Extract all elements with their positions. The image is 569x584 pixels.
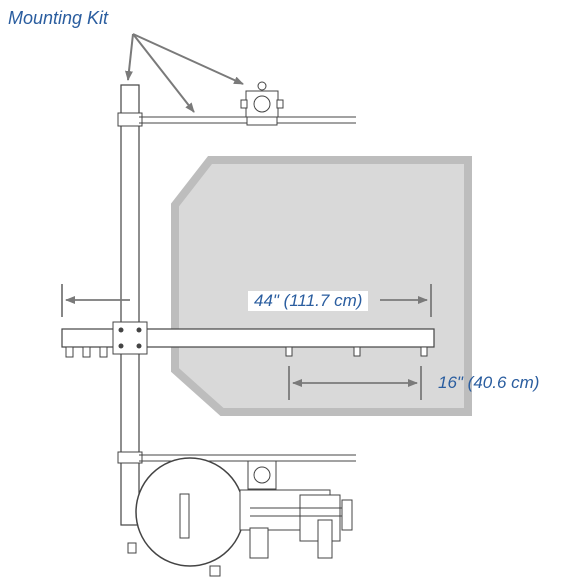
left-nozzle-cluster <box>65 346 108 358</box>
nozzle-spacing-dimension <box>288 366 422 400</box>
overall-width-dimension <box>61 284 432 317</box>
nozzle-spacing-label: 16" (40.6 cm) <box>438 373 540 392</box>
spray-boom <box>61 321 435 355</box>
overall-width-label: 44" (111.7 cm) <box>248 291 369 311</box>
tank-silhouette <box>171 156 472 416</box>
lower-mount-bracket <box>117 451 356 490</box>
pump-assembly <box>239 489 353 559</box>
vertical-mast <box>120 84 140 526</box>
boom-nozzles <box>285 346 428 357</box>
spray-tank <box>127 457 245 577</box>
top-mount-bracket <box>117 81 356 127</box>
mounting-kit-arrows <box>124 33 244 113</box>
mounting-kit-label: Mounting Kit <box>8 8 109 28</box>
